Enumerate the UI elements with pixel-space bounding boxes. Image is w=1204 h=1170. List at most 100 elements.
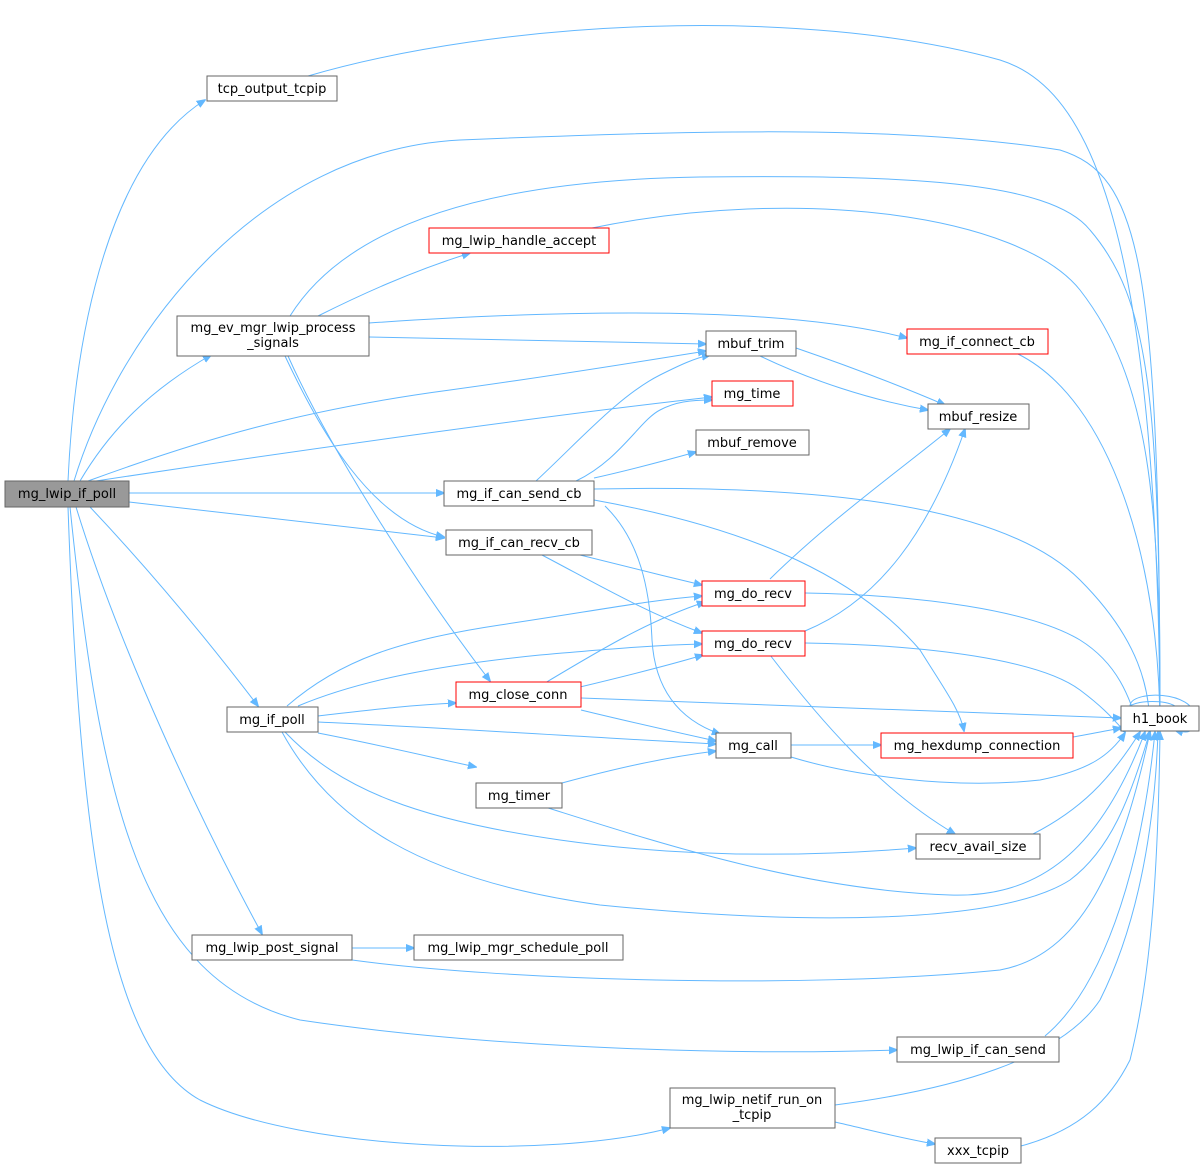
node-label: mg_lwip_post_signal	[205, 941, 338, 956]
edge-accept-h1	[591, 207, 1160, 730]
node-label: mbuf_trim	[718, 337, 785, 352]
edge-root-time	[95, 397, 712, 482]
edge-ifcansend-h1	[1044, 732, 1155, 1037]
edge-root-canrecv	[128, 501, 444, 538]
node-mg-do-recv-2[interactable]: mg_do_recv	[701, 630, 806, 657]
edge-postsignal-h1	[351, 732, 1150, 982]
node-label: mg_time	[724, 387, 781, 402]
node-mg-lwip-if-poll[interactable]: mg_lwip_if_poll	[4, 480, 130, 508]
node-label: mg_lwip_netif_run_on	[682, 1093, 823, 1108]
node-label: mg_call	[728, 739, 778, 754]
node-mg-timer[interactable]: mg_timer	[475, 782, 563, 809]
edge-recvavail-h1	[1032, 732, 1140, 835]
node-mg-lwip-post-signal[interactable]: mg_lwip_post_signal	[191, 934, 353, 961]
edge-evmgr-trim	[368, 336, 706, 344]
edge-dorecv1-h1	[804, 592, 1140, 731]
node-label: recv_avail_size	[930, 840, 1027, 855]
edge-ifpoll-recvavail	[284, 731, 916, 855]
edge-netif-h1	[834, 732, 1158, 1106]
edge-netif-xxx	[834, 1121, 935, 1144]
node-label: mg_lwip_handle_accept	[442, 234, 596, 249]
node-mg-call[interactable]: mg_call	[715, 732, 792, 759]
edge-root-ifcansend	[69, 506, 897, 1052]
edge-cansend-call	[604, 505, 720, 734]
node-label: xxx_tcpip	[947, 1144, 1009, 1159]
edge-ifpoll-call	[317, 721, 716, 744]
edge-cansend-time	[575, 400, 712, 482]
edge-call-h1	[790, 733, 1125, 784]
node-mg-if-connect-cb[interactable]: mg_if_connect_cb	[906, 328, 1049, 355]
edge-evmgr-canrecv	[284, 355, 444, 537]
node-label-line2: _signals	[246, 336, 299, 351]
node-mg-lwip-handle-accept[interactable]: mg_lwip_handle_accept	[428, 227, 610, 254]
edge-trim-resize-a	[795, 347, 945, 405]
node-mbuf-remove[interactable]: mbuf_remove	[695, 429, 810, 456]
edge-evmgr-connect	[368, 312, 907, 338]
node-label: mg_do_recv	[714, 637, 792, 652]
edge-evmgr-close	[287, 355, 490, 681]
node-mg-lwip-if-can-send[interactable]: mg_lwip_if_can_send	[896, 1036, 1060, 1063]
edge-root-netif	[67, 506, 670, 1147]
node-recv-avail-size[interactable]: recv_avail_size	[915, 833, 1041, 860]
edge-root-h1-top	[73, 131, 1160, 730]
node-label: mg_close_conn	[469, 688, 568, 703]
edge-dorecv2-h1	[804, 642, 1125, 732]
edge-connect-h1	[1017, 353, 1160, 730]
edge-root-trim	[87, 351, 706, 482]
edge-cansend-trim	[535, 355, 710, 482]
node-tcp-output-tcpip[interactable]: tcp_output_tcpip	[206, 75, 338, 102]
node-label: mg_if_connect_cb	[919, 335, 1035, 350]
edge-close-call	[580, 709, 716, 741]
node-label: tcp_output_tcpip	[218, 82, 327, 97]
node-mg-if-can-send-cb[interactable]: mg_if_can_send_cb	[443, 480, 595, 507]
edge-ifpoll-h1	[281, 731, 1150, 919]
edge-canrecv-dorecv1	[575, 553, 702, 585]
node-label: mbuf_resize	[939, 410, 1018, 425]
node-label: mg_if_can_recv_cb	[458, 536, 580, 551]
node-xxx-tcpip[interactable]: xxx_tcpip	[934, 1137, 1022, 1164]
node-label: mg_do_recv	[714, 587, 792, 602]
edge-root-postsignal	[75, 506, 262, 934]
node-label: mbuf_remove	[707, 436, 797, 451]
node-mbuf-resize[interactable]: mbuf_resize	[927, 403, 1030, 430]
node-label: mg_ev_mgr_lwip_process	[191, 321, 356, 336]
edge-evmgr-accept	[317, 253, 470, 317]
node-mg-close-conn[interactable]: mg_close_conn	[455, 681, 582, 708]
node-label: mg_lwip_if_poll	[18, 487, 116, 502]
node-label: mg_lwip_if_can_send	[910, 1043, 1046, 1058]
edge-trim-resize-b	[759, 355, 928, 410]
node-mbuf-trim[interactable]: mbuf_trim	[705, 330, 797, 357]
node-mg-hexdump-connection[interactable]: mg_hexdump_connection	[880, 732, 1074, 759]
node-label-line2: _tcpip	[732, 1108, 772, 1123]
node-mg-ev-mgr-lwip-process-signals[interactable]: mg_ev_mgr_lwip_process _signals	[176, 315, 370, 357]
node-mg-if-can-recv-cb[interactable]: mg_if_can_recv_cb	[445, 529, 593, 556]
edges	[67, 25, 1196, 1147]
edge-cansend-h1	[593, 487, 1150, 730]
edge-close-dorecv1	[544, 602, 705, 684]
node-mg-do-recv-1[interactable]: mg_do_recv	[701, 580, 806, 607]
edge-dorecv1-resize	[769, 429, 950, 580]
edge-dorecv2-recvavail	[769, 654, 955, 834]
edge-timer-call	[561, 751, 716, 784]
edge-ifpoll-dorecv1	[286, 596, 702, 707]
edge-ifpoll-dorecv2	[297, 644, 702, 707]
edge-xxx-h1	[1020, 732, 1160, 1147]
node-h1-book[interactable]: h1_book	[1120, 705, 1200, 732]
edge-root-evmgr	[79, 355, 211, 482]
edge-ifpoll-close	[317, 703, 456, 717]
edge-evmgr-h1	[289, 176, 1160, 730]
node-mg-if-poll[interactable]: mg_if_poll	[226, 706, 319, 733]
edge-timer-h1	[544, 732, 1145, 896]
node-label: mg_if_poll	[239, 713, 305, 728]
edge-tcp-output-h1	[307, 25, 1160, 730]
node-mg-time[interactable]: mg_time	[711, 380, 794, 407]
node-label: mg_if_can_send_cb	[456, 487, 581, 502]
node-label: mg_timer	[488, 789, 551, 804]
edge-close-h1	[580, 697, 1121, 718]
edge-close-dorecv2	[579, 655, 703, 688]
edge-root-tcp-output	[67, 100, 205, 482]
nodes: mg_lwip_if_poll tcp_output_tcpip mg_lwip…	[4, 75, 1200, 1164]
node-mg-lwip-netif-run-on-tcpip[interactable]: mg_lwip_netif_run_on _tcpip	[669, 1087, 836, 1129]
node-mg-lwip-mgr-schedule-poll[interactable]: mg_lwip_mgr_schedule_poll	[413, 934, 624, 961]
edge-cansend-remove	[593, 452, 696, 479]
